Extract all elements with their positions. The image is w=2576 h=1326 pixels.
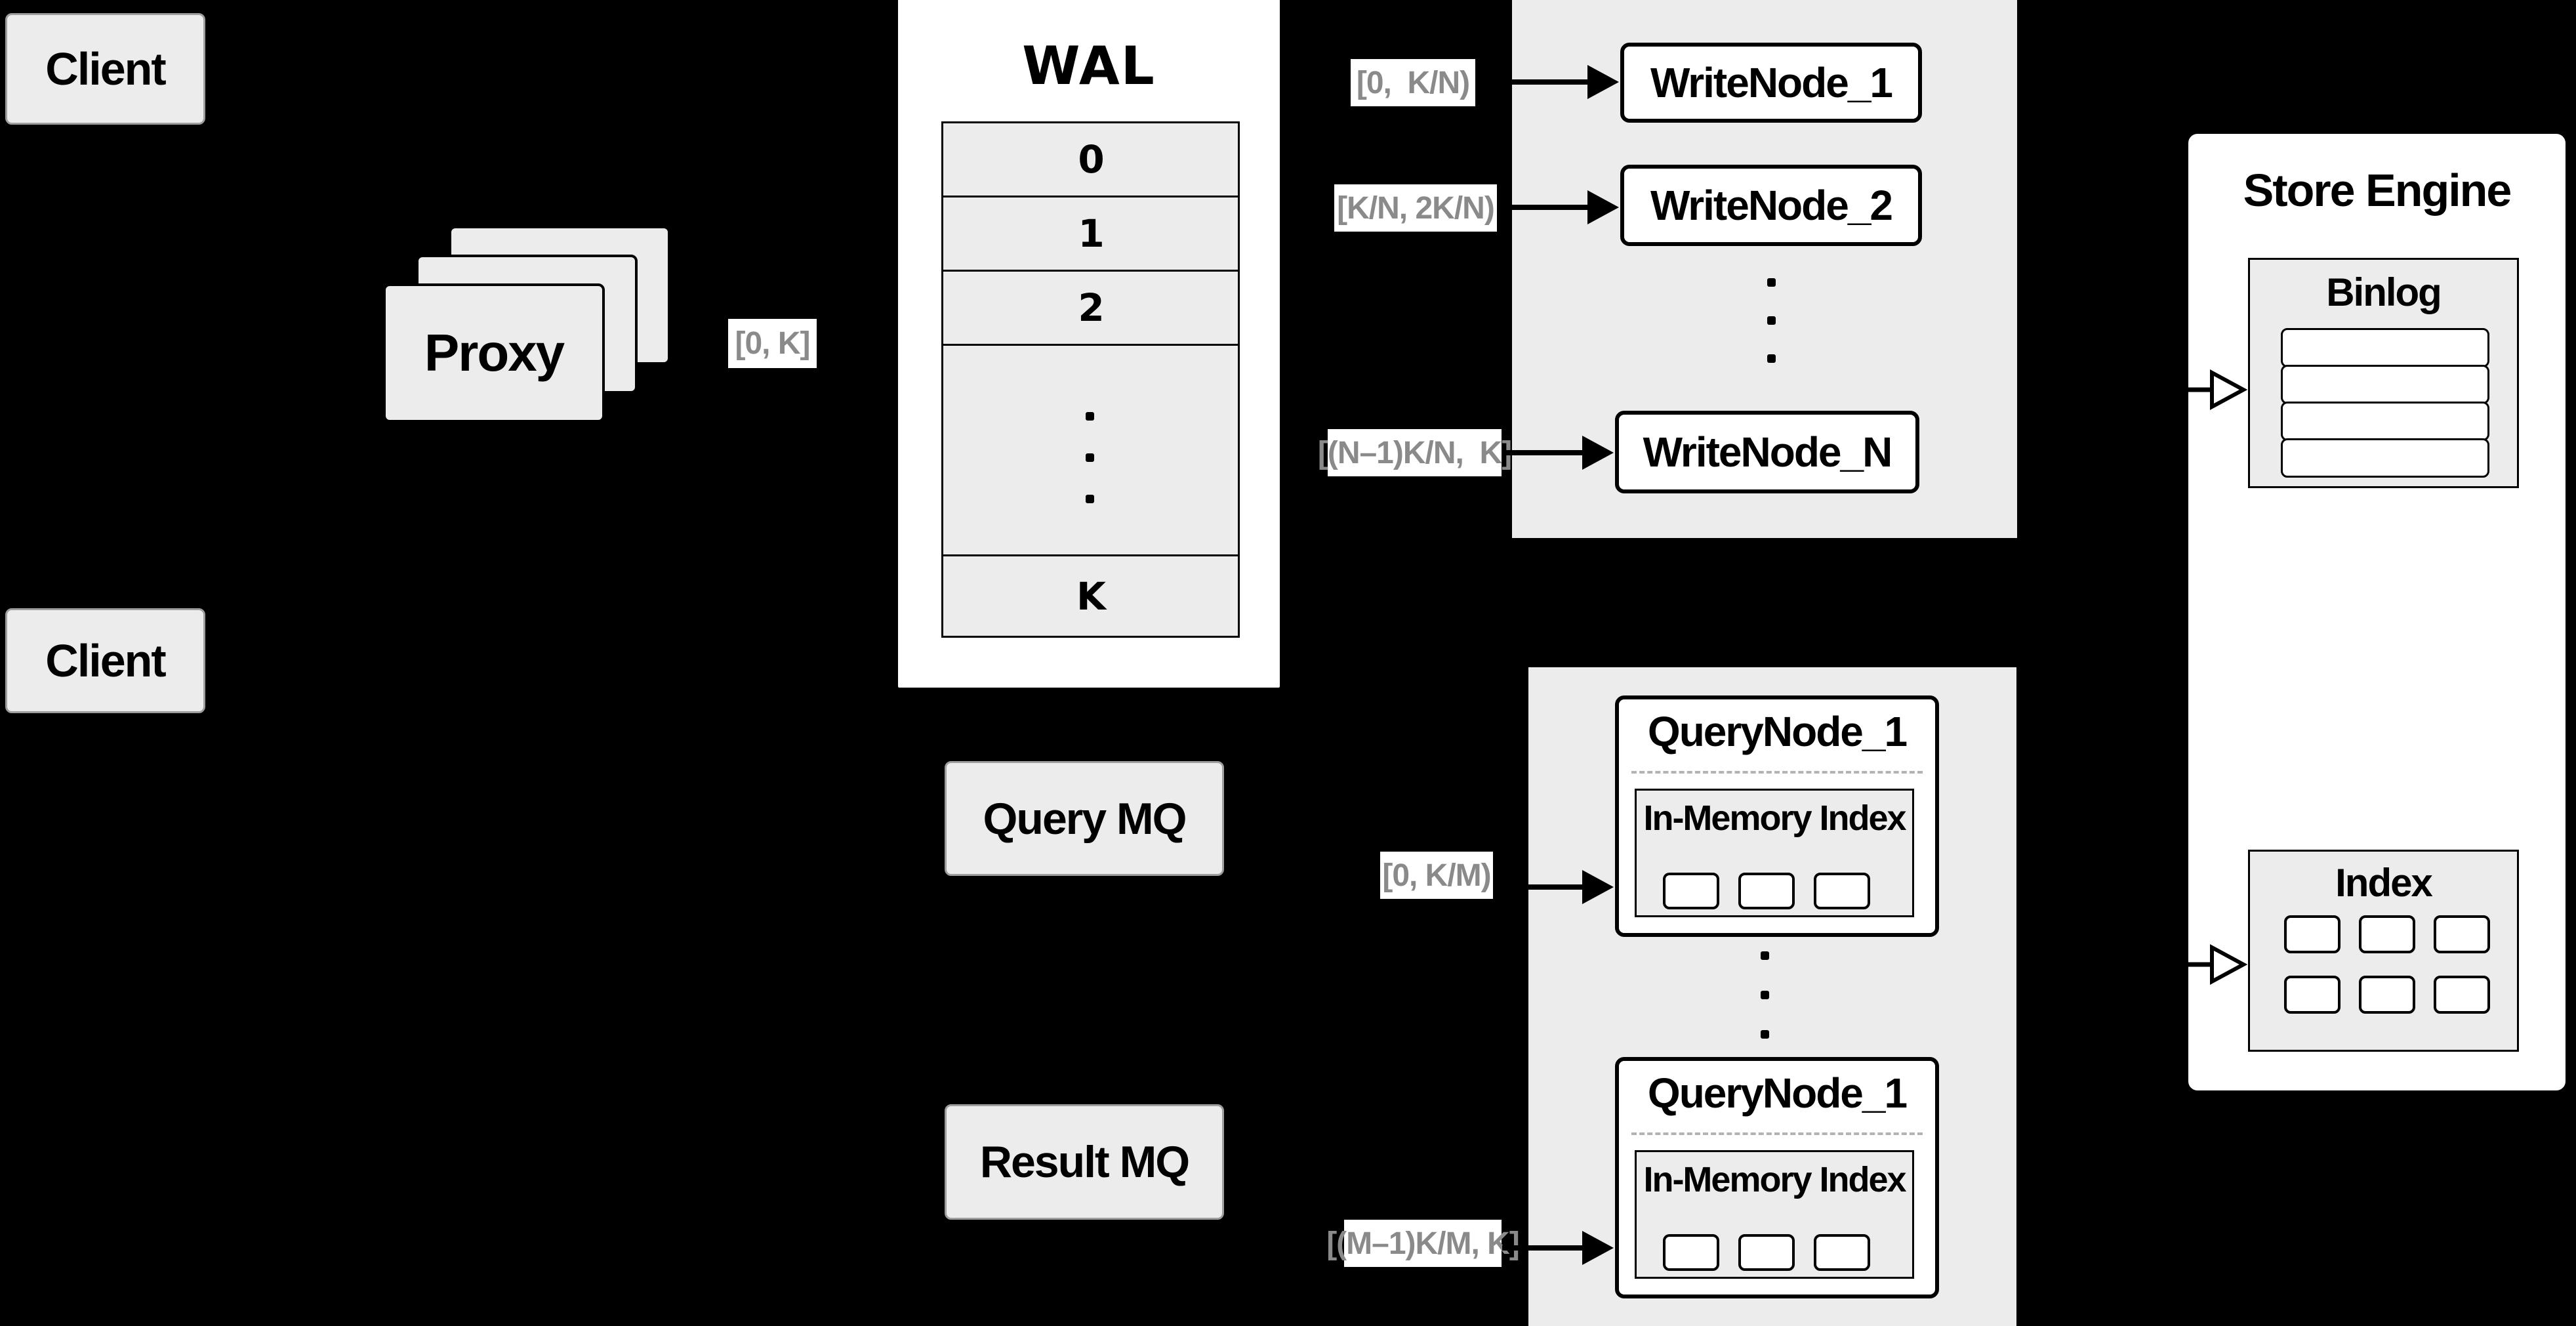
- result-mq-box: Result MQ: [945, 1104, 1224, 1220]
- write-node-n: WriteNode_N: [1615, 411, 1919, 493]
- segment-chip: [1663, 873, 1719, 909]
- segment-chip: [1738, 1234, 1795, 1271]
- range-label-writenode-2: [K/N, 2K/N): [1334, 184, 1497, 232]
- wal-vertical-ellipsis: [1086, 412, 1094, 503]
- segment-chip: [1663, 1234, 1719, 1271]
- query-node-vertical-ellipsis: [1761, 951, 1769, 1039]
- wal-segment-row: 0: [941, 121, 1240, 197]
- range-label-proxy-wal: [0, K]: [728, 319, 817, 368]
- range-label-querynode-1: [0, K/M): [1380, 852, 1493, 899]
- client-box-top: Client: [5, 13, 205, 125]
- wal-segment-row: K: [941, 554, 1240, 638]
- range-label-querynode-m: [(M–1)K/M, K]: [1326, 1220, 1520, 1267]
- proxy-card-front: Proxy: [383, 283, 605, 423]
- index-chip: [2434, 915, 2490, 953]
- wal-segment-row: 1: [941, 196, 1240, 272]
- range-label-writenode-1: [0, K/N): [1351, 59, 1475, 106]
- write-node-2: WriteNode_2: [1620, 165, 1922, 246]
- in-memory-index-bottom-title: In-Memory Index: [1643, 1160, 1906, 1199]
- binlog-row: [2281, 402, 2489, 441]
- index-chip: [2359, 976, 2415, 1014]
- index-title: Index: [2335, 860, 2433, 905]
- binlog-row: [2281, 438, 2489, 478]
- query-node-bottom-divider: [1631, 1132, 1923, 1135]
- wal-segment-row: 2: [941, 270, 1240, 346]
- binlog-title: Binlog: [2326, 270, 2442, 314]
- query-node-top-divider: [1631, 771, 1923, 774]
- query-node-bottom-title: QueryNode_1: [1647, 1069, 1908, 1117]
- client-box-bottom: Client: [5, 608, 205, 713]
- index-chip: [2284, 976, 2341, 1014]
- index-chip: [2359, 915, 2415, 953]
- range-label-writenode-n: [(N–1)K/N, K]: [1318, 429, 1512, 476]
- segment-chip: [1814, 1234, 1870, 1271]
- store-engine-title: Store Engine: [2243, 165, 2512, 216]
- query-mq-box: Query MQ: [945, 761, 1224, 876]
- in-memory-index-top-title: In-Memory Index: [1643, 798, 1906, 838]
- wal-title: WAL: [1022, 35, 1156, 96]
- segment-chip: [1738, 873, 1795, 909]
- index-chip: [2284, 915, 2341, 953]
- write-node-1: WriteNode_1: [1620, 43, 1922, 123]
- segment-chip: [1814, 873, 1870, 909]
- index-chip: [2434, 976, 2490, 1014]
- binlog-row: [2281, 328, 2489, 367]
- binlog-row: [2281, 365, 2489, 404]
- write-node-vertical-ellipsis: [1767, 278, 1776, 363]
- query-node-top-title: QueryNode_1: [1647, 708, 1908, 755]
